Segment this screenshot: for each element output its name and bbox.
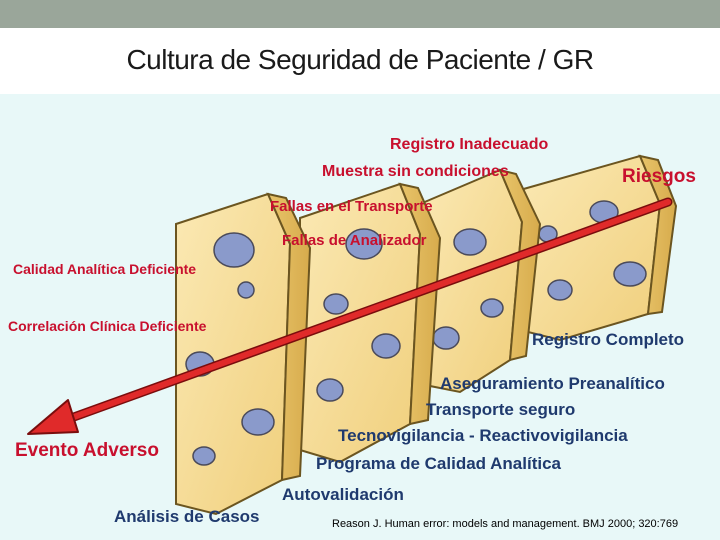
title-bar xyxy=(0,28,720,94)
swiss-cheese-diagram: Registro Inadecuado Muestra sin condicio… xyxy=(0,94,720,540)
label-registro-completo: Registro Completo xyxy=(532,330,685,349)
label-fallas-transporte: Fallas en el Transporte xyxy=(270,198,433,215)
diagram-graphics xyxy=(27,154,678,516)
citation: Reason J. Human error: models and manage… xyxy=(332,518,679,530)
slide-title: Cultura de Seguridad de Paciente / GR xyxy=(126,44,594,75)
label-tecnovigilancia: Tecnovigilancia - Reactivovigilancia xyxy=(338,426,628,445)
cheese-slice-4 xyxy=(519,154,678,342)
top-bar xyxy=(0,0,720,28)
label-muestra-sin-condiciones: Muestra sin condiciones xyxy=(322,163,509,180)
label-programa-calidad: Programa de Calidad Analítica xyxy=(316,454,561,473)
label-aseguramiento: Aseguramiento Preanalítico xyxy=(440,374,665,393)
label-analisis-casos: Análisis de Casos xyxy=(114,507,260,526)
hazard-arrow xyxy=(27,197,673,435)
label-fallas-analizador: Fallas de Analizador xyxy=(282,232,427,249)
label-registro-inadecuado: Registro Inadecuado xyxy=(390,136,549,153)
label-calidad-analitica: Calidad Analítica Deficiente xyxy=(13,261,197,277)
label-autovalidacion: Autovalidación xyxy=(282,485,404,504)
label-riesgos: Riesgos xyxy=(622,166,696,187)
label-transporte-seguro: Transporte seguro xyxy=(426,400,576,419)
label-evento-adverso: Evento Adverso xyxy=(15,440,159,461)
label-correlacion-clinica: Correlación Clínica Deficiente xyxy=(8,318,207,334)
cheese-slice-2 xyxy=(299,182,442,464)
